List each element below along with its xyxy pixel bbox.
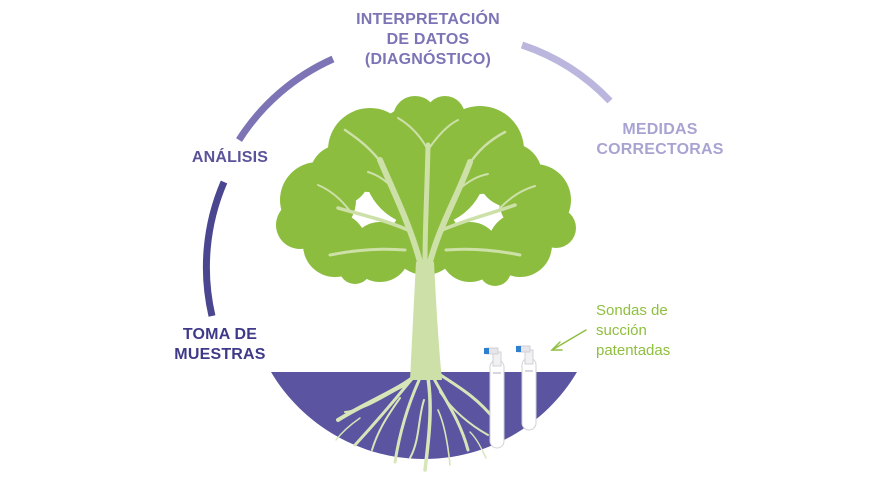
- step-label-line: MUESTRAS: [174, 346, 266, 363]
- step-label-medidas: MEDIDAS CORRECTORAS: [580, 120, 740, 160]
- cycle-arc-interpretacion-medidas: [520, 41, 613, 104]
- probe-callout-text: Sondas de succión patentadas: [596, 301, 706, 361]
- step-label-line: INTERPRETACIÓN: [356, 11, 500, 28]
- cycle-arc-toma-analisis: [202, 180, 228, 317]
- suction-probe-icon: [484, 347, 505, 449]
- callout-arrow: [550, 329, 587, 351]
- step-label-line: DE DATOS: [386, 31, 470, 48]
- tree-trunk: [317, 117, 536, 380]
- step-label-interpretacion: INTERPRETACIÓN DE DATOS (DIAGNÓSTICO): [330, 10, 526, 70]
- step-label-analisis: ANÁLISIS: [180, 148, 280, 168]
- cycle-arc-analisis-interpretacion: [236, 55, 335, 142]
- step-label-line: (DIAGNÓSTICO): [364, 51, 492, 68]
- step-label-line: ANÁLISIS: [191, 149, 269, 166]
- callout-line: patentadas: [596, 342, 671, 359]
- step-label-line: TOMA DE: [182, 326, 258, 343]
- step-label-line: MEDIDAS: [622, 121, 698, 138]
- step-label-toma: TOMA DE MUESTRAS: [160, 325, 280, 365]
- step-label-line: CORRECTORAS: [596, 141, 724, 158]
- callout-line: succión: [596, 322, 647, 339]
- suction-probe-icon: [516, 345, 537, 431]
- tree-roots: [335, 370, 497, 472]
- callout-line: Sondas de: [596, 302, 668, 319]
